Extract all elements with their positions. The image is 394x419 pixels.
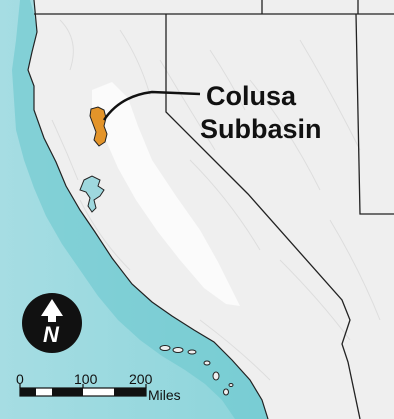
north-arrow-letter: N [43,322,60,347]
coastal-shelf [12,0,268,419]
state-boundaries [34,0,394,419]
scale-bar [19,384,147,397]
terrain-shading [51,19,381,381]
callout-title-line2: Subbasin [200,114,322,144]
central-valley [92,82,240,306]
scale-tick-200: 200 [129,371,153,387]
north-arrow [22,293,82,353]
colusa-subbasin[interactable] [89,106,108,147]
channel-islands [159,345,234,396]
coastline [27,0,269,419]
san-francisco-bay [79,175,105,213]
callout-leader-line [103,90,201,121]
callout-title-line1: Colusa [206,81,297,111]
scale-unit-label: Miles [148,387,181,403]
scale-tick-100: 100 [74,371,98,387]
scale-tick-0: 0 [16,371,24,387]
